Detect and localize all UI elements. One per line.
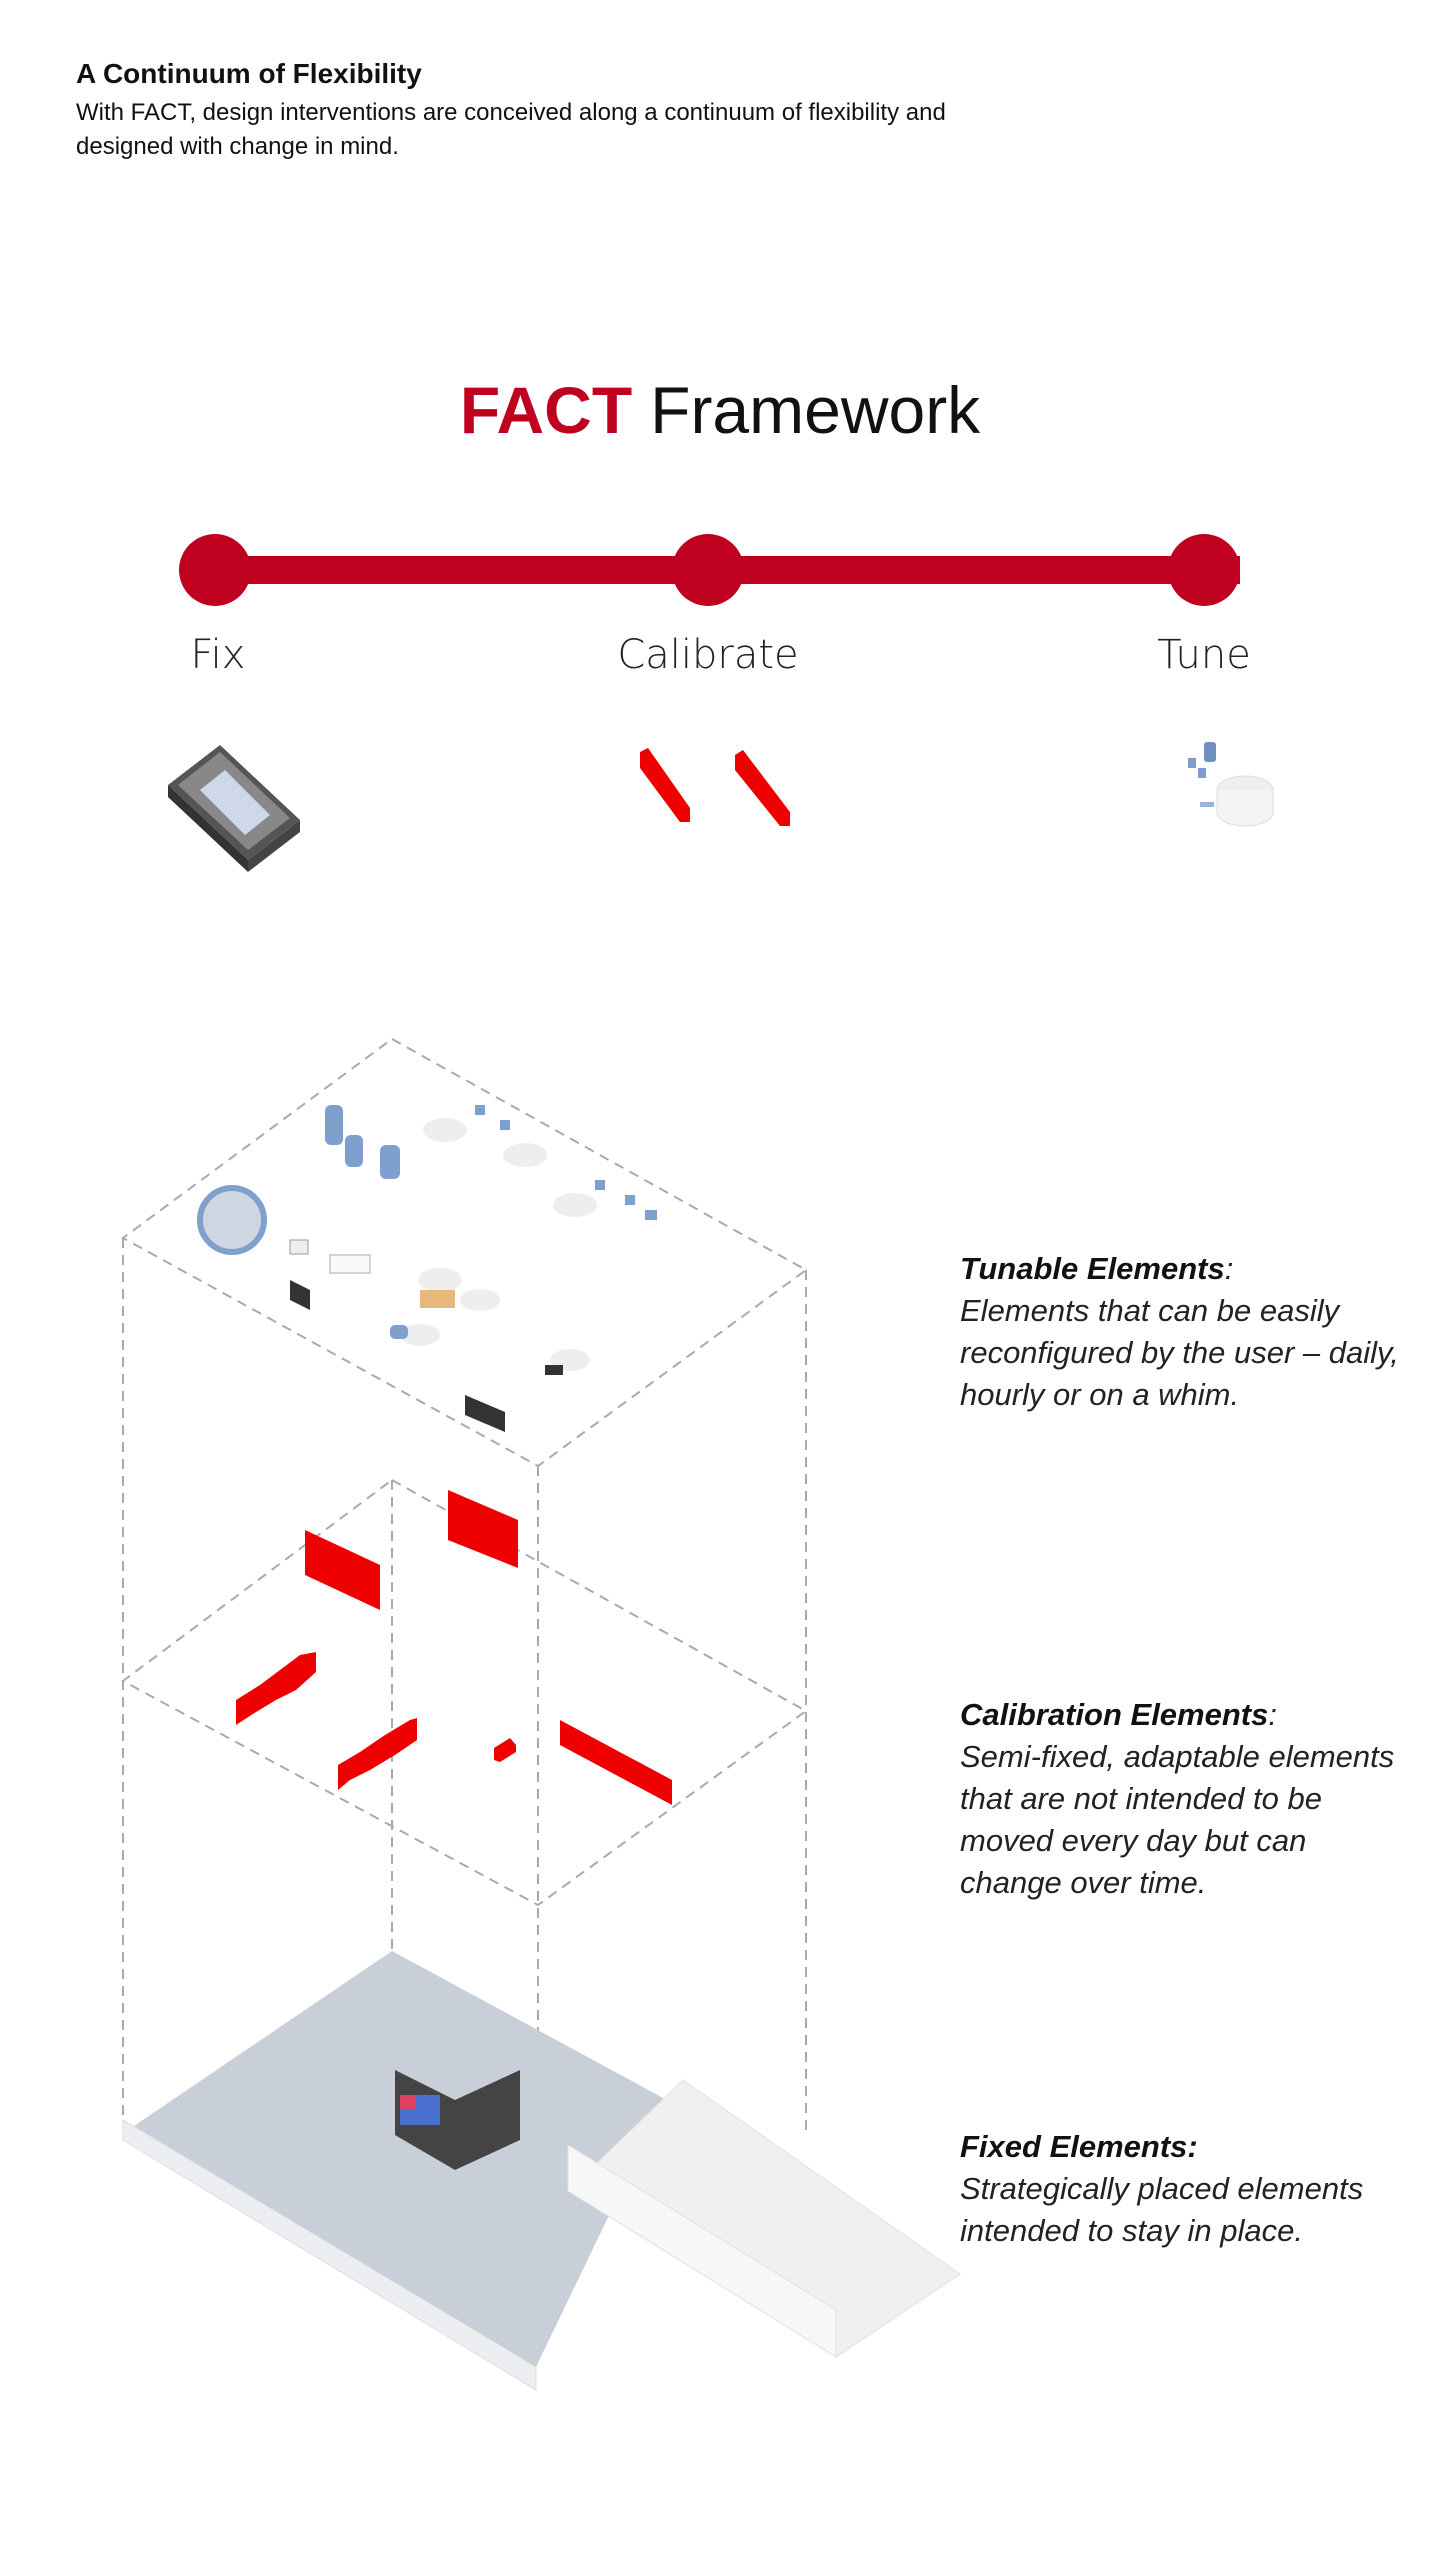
tunable-furniture: [197, 1105, 657, 1432]
tunable-title-suffix: :: [1224, 1251, 1234, 1286]
fixed-elements-description: Fixed Elements: Strategically placed ele…: [960, 2126, 1400, 2252]
calibration-title: Calibration Elements: [960, 1697, 1269, 1732]
stage-label-tune: Tune: [1157, 632, 1251, 678]
calibration-plane: [121, 1478, 808, 1907]
timeline-node-fix: [179, 534, 251, 606]
timeline-node-tune: [1168, 534, 1240, 606]
timeline-node-calibrate: [672, 534, 744, 606]
fixed-room-icon: [168, 745, 300, 872]
furniture-icon: [1188, 742, 1274, 827]
tunable-title: Tunable Elements: [960, 1251, 1225, 1286]
intro-title: A Continuum of Flexibility: [76, 58, 422, 89]
fixed-title: Fixed Elements:: [960, 2129, 1198, 2164]
calibration-title-suffix: :: [1268, 1697, 1277, 1732]
framework-title-rest: Framework: [650, 373, 981, 447]
fixed-floor-slab: [122, 1951, 961, 2391]
partition-panels-icon: [640, 748, 790, 826]
stage-label-calibrate: Calibrate: [617, 632, 799, 678]
calibration-red-elements: [236, 1490, 672, 1805]
framework-title-accent: FACT: [459, 373, 633, 447]
intro-body: With FACT, design interventions are conc…: [76, 99, 946, 160]
tunable-text: Elements that can be easily reconfigured…: [960, 1293, 1399, 1412]
fixed-text: Strategically placed elements intended t…: [960, 2171, 1364, 2248]
calibration-text: Semi-fixed, adaptable elements that are …: [960, 1739, 1395, 1900]
calibration-elements-description: Calibration Elements: Semi-fixed, adapta…: [960, 1694, 1400, 1904]
stage-label-fix: Fix: [190, 632, 246, 678]
tunable-elements-description: Tunable Elements: Elements that can be e…: [960, 1248, 1400, 1416]
continuum-timeline: [179, 534, 1240, 606]
